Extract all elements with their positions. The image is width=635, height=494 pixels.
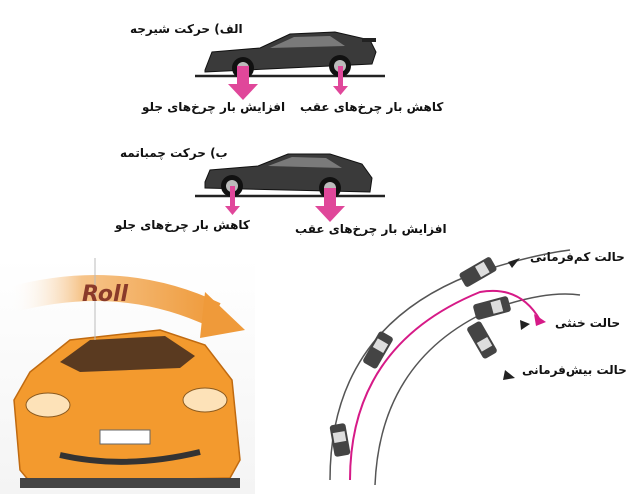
roll-arrow (6, 275, 221, 327)
car-neutral (473, 296, 511, 320)
spoiler (362, 38, 376, 42)
squat-rear-arrow (315, 188, 345, 222)
road-inner (374, 293, 581, 486)
car-start (329, 423, 351, 457)
roll-arrowhead (200, 292, 245, 338)
dive-front-arrow (228, 66, 258, 100)
road-outer (329, 249, 571, 481)
neutral-path (349, 289, 541, 481)
car-oversteer (467, 321, 497, 359)
headlight-left (25, 392, 71, 418)
oversteer-arrow (503, 370, 515, 380)
steering-diagram (329, 249, 581, 486)
car-middle (363, 331, 393, 369)
dive-front-label: افزایش بار چرخ‌های جلو (142, 100, 286, 114)
car-window (268, 157, 342, 168)
understeer-arrow (508, 258, 520, 268)
dive-rear-arrow (333, 66, 348, 95)
dive-car (195, 31, 385, 79)
roll-label: Roll (82, 282, 129, 307)
license-plate (99, 429, 151, 445)
bumper-shadow (20, 478, 240, 488)
dive-rear-label: کاهش بار چرخ‌های عقب (300, 100, 444, 114)
dive-title: الف) حرکت شیرجه (130, 22, 243, 36)
car-understeer (459, 257, 497, 287)
grille (59, 449, 201, 465)
roll-illustration (0, 258, 255, 494)
squat-title: ب) حرکت چمباتمه (120, 146, 228, 160)
understeer-label: حالت کم‌فرمانی (530, 250, 625, 264)
squat-front-arrow (225, 186, 240, 215)
oversteer-label: حالت بیش‌فرمانی (522, 363, 627, 377)
headlight-right (182, 387, 228, 413)
squat-front-label: کاهش بار چرخ‌های جلو (115, 218, 250, 232)
windshield (60, 336, 195, 372)
car-window (270, 36, 345, 48)
squat-rear-label: افزایش بار چرخ‌های عقب (295, 222, 447, 236)
neutral-label: حالت خنثی (555, 316, 621, 330)
squat-car (195, 153, 385, 199)
neutral-arrow (520, 320, 530, 330)
